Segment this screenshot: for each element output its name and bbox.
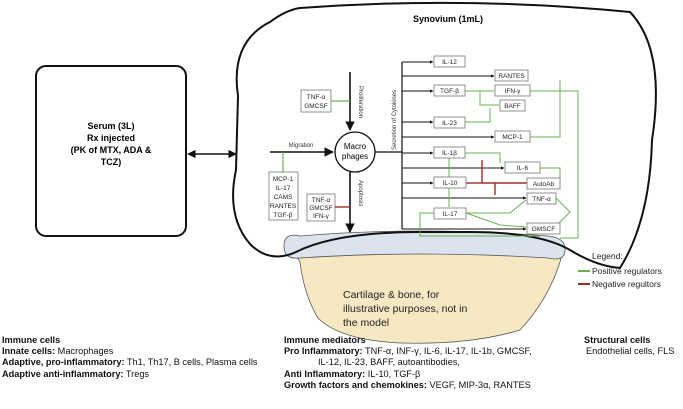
anti-inflammatory-value: IL-10, TGF-β xyxy=(365,368,421,379)
migration-box-item-5: TGF-β xyxy=(274,212,293,219)
synovium-title: Synovium (1mL) xyxy=(413,14,483,24)
pos-link-il1b-il6 xyxy=(465,152,501,163)
pos-link-gmcsf-il17 xyxy=(419,212,540,237)
box-autoab xyxy=(526,177,561,190)
box-gmcsf xyxy=(526,222,561,235)
box-rantes xyxy=(494,69,529,82)
pro-inflammatory-label: Pro Inflammatory: xyxy=(284,346,363,357)
apoptosis-box-item-3: IFN-γ xyxy=(313,213,330,220)
migration-box xyxy=(268,171,299,221)
immune-mediators-panel: Immune mediators Pro Inflammatory: TNF-α… xyxy=(284,335,576,391)
apoptosis-label: Apoptosis xyxy=(357,180,363,206)
innate-value: Macrophages xyxy=(55,346,114,357)
label-mcp1: MCP-1 xyxy=(502,134,523,141)
cartilage-line1: Cartilage & bone, for xyxy=(343,289,440,301)
immune-cells-panel: Immune cells Innate cells: Macrophages A… xyxy=(2,335,274,380)
label-il12: IL-12 xyxy=(442,59,457,66)
migration-box-item-4: RANTES xyxy=(270,203,297,210)
immune-mediators-title: Immune mediators xyxy=(284,335,366,345)
proliferation-label: Proliferation xyxy=(357,86,363,118)
pos-link-mcp1-rantes xyxy=(530,80,561,138)
box-il17 xyxy=(433,207,467,220)
pos-link-tgfb-baff xyxy=(479,91,499,106)
migration-box-item-3: CAMS xyxy=(274,194,293,201)
innate-label: Innate cells: xyxy=(2,346,56,357)
box-ifng xyxy=(494,84,531,97)
label-rantes: RANTES xyxy=(498,73,525,80)
label-gmcsf: GMSCF xyxy=(532,226,556,233)
prolif-box-item-1: TNF-α xyxy=(307,94,326,101)
immune-cells-title: Immune cells xyxy=(2,335,61,345)
box-il12 xyxy=(433,55,466,68)
cartilage-top-layer xyxy=(283,230,566,260)
growth-factors-value: VEGF, MIP-3α, RANTES xyxy=(426,379,531,390)
label-il23: IL-23 xyxy=(442,120,457,127)
adaptive-anti-value: Tregs xyxy=(123,368,150,379)
anti-inflammatory-row: Anti Inflammatory: IL-10, TGF-β xyxy=(284,369,576,380)
label-autoab: AutoAb xyxy=(533,181,555,188)
innate-cells-row: Innate cells: Macrophages xyxy=(2,346,274,357)
serum-box xyxy=(35,65,187,237)
adaptive-pro-row: Adaptive, pro-inflammatory: Th1, Th17, B… xyxy=(2,357,274,368)
secretion-label: Secretion of Cytokines xyxy=(392,90,398,150)
synovium-membrane xyxy=(232,1,657,270)
box-il6 xyxy=(504,161,541,174)
macrophage-line1: Macro xyxy=(344,142,367,151)
label-tgfb: TGF-β xyxy=(440,88,459,95)
legend-positive-label: Positive regulators xyxy=(592,266,662,276)
structural-cells-value: Endothelial cells, FLS xyxy=(586,346,675,357)
box-baff xyxy=(499,99,526,112)
pro-inflammatory-value: TNF-α, INF-γ, IL-6, IL-17, IL-1b, GMCSF, xyxy=(362,346,532,357)
serum-line3: (PK of MTX, ADA & xyxy=(71,145,152,155)
pro-inflammatory-row: Pro Inflammatory: TNF-α, INF-γ, IL-6, IL… xyxy=(284,346,576,368)
legend-title: Legend: xyxy=(592,251,623,261)
box-tgfb xyxy=(433,84,466,97)
label-ifng: IFN-γ xyxy=(505,88,522,95)
label-baff: BAFF xyxy=(504,103,521,110)
pos-link-il23-il17 xyxy=(465,108,491,123)
label-il1b: IL-1β xyxy=(442,150,457,157)
pos-link-tnfa-loop xyxy=(555,197,571,227)
box-il1b xyxy=(433,146,466,159)
serum-line1: Serum (3L) xyxy=(87,121,134,131)
apoptosis-box-item-1: TNF-α xyxy=(312,197,331,204)
box-tnfa xyxy=(526,192,557,205)
serum-line4: TCZ) xyxy=(101,157,122,167)
growth-factors-row: Growth factors and chemokines: VEGF, MIP… xyxy=(284,380,576,391)
label-tnfa: TNF-α xyxy=(532,196,551,203)
apoptosis-box-item-2: GMCSF xyxy=(309,205,333,212)
growth-factors-label: Growth factors and chemokines: xyxy=(284,379,427,390)
prolif-box-item-2: GMCSF xyxy=(304,103,328,110)
pro-inflammatory-value-2: IL-12, IL-23, BAFF, autoantibodies, xyxy=(318,357,460,368)
adaptive-pro-value: Th1, Th17, B cells, Plasma cells xyxy=(124,357,258,368)
serum-line2: Rx injected xyxy=(87,133,135,143)
cartilage-line3: the model xyxy=(343,317,389,329)
box-il23 xyxy=(433,116,466,129)
migration-box-item-2: IL-17 xyxy=(276,185,291,192)
migration-label: Migration xyxy=(289,143,314,149)
label-il6: IL-6 xyxy=(517,165,529,172)
migration-box-item-1: MCP-1 xyxy=(273,176,294,183)
structural-cells-title: Structural cells xyxy=(584,335,651,345)
pos-link-il17-tnfa xyxy=(466,199,527,214)
macrophage-line2: phages xyxy=(342,152,368,161)
structural-cells-panel: Structural cells Endothelial cells, FLS xyxy=(584,335,682,357)
pos-link-il17-gmcsf xyxy=(465,212,527,228)
box-il10 xyxy=(433,176,467,189)
anti-inflammatory-label: Anti Inflammatory: xyxy=(284,368,366,379)
adaptive-pro-label: Adaptive, pro-inflammatory: xyxy=(2,357,125,368)
adaptive-anti-label: Adaptive anti-inflammatory: xyxy=(2,368,124,379)
pos-link-ifng-loop xyxy=(530,90,579,239)
cartilage-line2: illustrative purposes, not in xyxy=(343,303,467,315)
box-mcp1 xyxy=(494,130,531,143)
label-il17: IL-17 xyxy=(443,211,458,218)
adaptive-anti-row: Adaptive anti-inflammatory: Tregs xyxy=(2,369,274,380)
legend-negative-label: Negative regultors xyxy=(592,279,661,289)
label-il10: IL-10 xyxy=(443,180,458,187)
